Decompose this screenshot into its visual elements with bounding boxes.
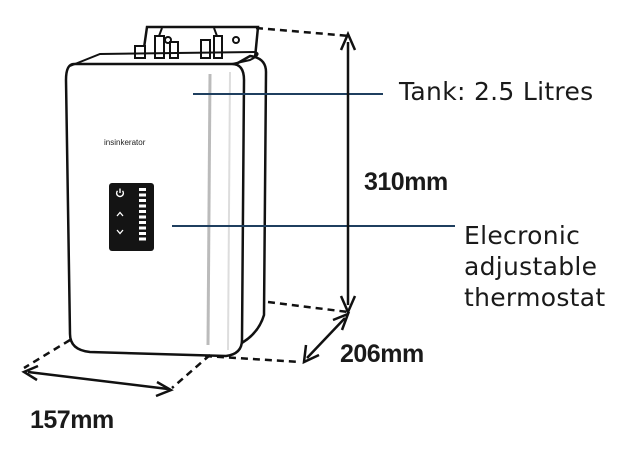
power-icon bbox=[115, 188, 125, 198]
led-bar bbox=[139, 221, 146, 224]
tank-body bbox=[64, 50, 268, 358]
led-bar bbox=[139, 188, 146, 191]
thermostat-callout-line-2: adjustable bbox=[464, 252, 598, 281]
led-bar bbox=[139, 232, 146, 235]
chevron-down-icon bbox=[116, 229, 124, 235]
height-dimension-label: 310mm bbox=[364, 168, 448, 196]
pipe-fittings bbox=[134, 27, 223, 59]
height-dimension bbox=[255, 26, 357, 316]
led-bar bbox=[139, 237, 146, 241]
width-dimension bbox=[21, 338, 211, 398]
chevron-up-icon bbox=[116, 211, 124, 217]
thermostat-callout: Elecronic adjustable thermostat bbox=[464, 220, 639, 313]
led-level-indicator bbox=[139, 188, 146, 241]
thermostat-callout-line-3: thermostat bbox=[464, 283, 606, 312]
width-dimension-label: 157mm bbox=[30, 406, 114, 434]
thermostat-callout-line-1: Elecronic bbox=[464, 221, 581, 250]
depth-dimension-label: 206mm bbox=[340, 340, 424, 368]
led-bar bbox=[139, 204, 146, 208]
control-panel bbox=[109, 183, 154, 251]
tank-capacity-callout: Tank: 2.5 Litres bbox=[399, 77, 594, 106]
led-bar bbox=[139, 215, 146, 219]
brand-logo: insinkerator bbox=[104, 138, 146, 147]
depth-dimension bbox=[204, 300, 351, 365]
led-bar bbox=[139, 210, 146, 213]
led-bar bbox=[139, 193, 146, 197]
led-bar bbox=[139, 199, 146, 202]
led-bar bbox=[139, 226, 146, 230]
